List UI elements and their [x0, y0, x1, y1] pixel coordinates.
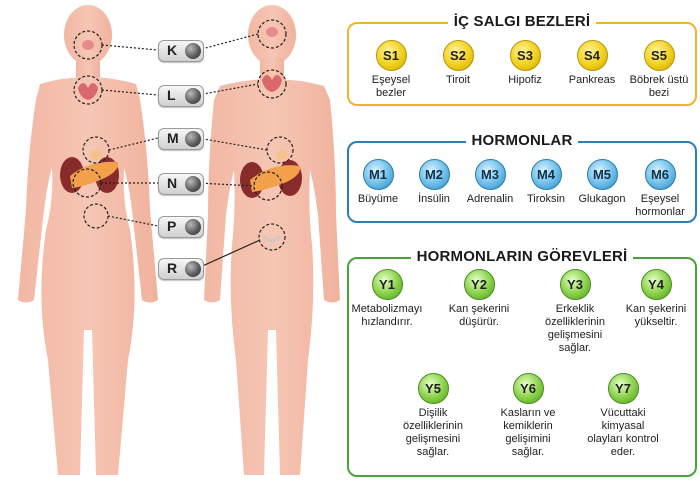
hormone-name: Büyüme [357, 193, 399, 205]
gland-name: Böbrek üstü bezi [629, 74, 689, 99]
gland-name: Hipofiz [508, 74, 542, 86]
function-code-badge: Y7 [607, 373, 639, 404]
function-item: Y2 Kan şekerini düşürür. [439, 269, 519, 329]
function-code-badge: Y6 [512, 373, 544, 404]
function-item: Y5 Dişilik özelliklerinin gelişmesini sa… [393, 373, 473, 459]
function-item: Y3 Erkeklik özelliklerinin gelişmesini s… [535, 269, 615, 355]
body-label-l: L [158, 85, 204, 107]
hormones-panel-title: HORMONLAR [465, 132, 579, 149]
female-body [18, 5, 158, 475]
function-text: Kasların ve kemiklerin gelişimini sağlar… [500, 407, 556, 458]
function-code-badge: Y4 [640, 269, 672, 300]
gland-item: S5 Böbrek üstü bezi [624, 40, 694, 100]
gland-code-badge: S5 [643, 40, 675, 71]
leader-lines [101, 33, 268, 227]
body-label-p: P [158, 216, 204, 238]
organs [60, 27, 302, 243]
hormone-code-badge: M4 [530, 159, 562, 190]
hormone-item: M6 Eşeysel hormonlar [625, 159, 695, 219]
body-label-p-text: P [167, 218, 177, 234]
hormone-item: M2 İnsülin [399, 159, 469, 206]
body-label-r-text: R [167, 260, 178, 276]
function-text: Kan şekerini yükseltir. [625, 303, 687, 328]
gland-name: Eşeysel bezler [371, 74, 411, 99]
gland-name: Tiroit [445, 74, 471, 86]
hormone-item: M3 Adrenalin [455, 159, 525, 206]
hormone-item: M4 Tiroksin [511, 159, 581, 206]
glands-panel: İÇ SALGI BEZLERİ S1 Eşeysel bezler S2 Ti… [347, 13, 697, 106]
knob-icon [185, 88, 201, 104]
function-item: Y1 Metabolizmayı hızlandırır. [347, 269, 427, 329]
hormone-name: Eşeysel hormonlar [635, 193, 685, 218]
gland-item: S1 Eşeysel bezler [356, 40, 426, 100]
body-label-m: M [158, 128, 204, 150]
knob-icon [185, 176, 201, 192]
hormone-code-badge: M2 [418, 159, 450, 190]
glands-panel-title: İÇ SALGI BEZLERİ [447, 13, 597, 30]
function-text: Kan şekerini düşürür. [448, 303, 510, 328]
hormone-name: Adrenalin [466, 193, 514, 205]
gland-item: S4 Pankreas [557, 40, 627, 87]
hormone-name: Glukagon [578, 193, 626, 205]
function-code-badge: Y5 [417, 373, 449, 404]
function-text: Vücuttaki kimyasal olayları kontrol eder… [587, 407, 659, 458]
function-code-badge: Y3 [559, 269, 591, 300]
hormone-code-badge: M1 [362, 159, 394, 190]
human-bodies-illustration [18, 5, 340, 475]
function-code-badge: Y2 [463, 269, 495, 300]
hormone-name: İnsülin [418, 193, 450, 205]
body-label-l-text: L [167, 87, 176, 103]
hormones-panel: HORMONLAR M1 Büyüme M2 İnsülin M3 Adrena… [347, 132, 697, 223]
hormone-code-badge: M6 [644, 159, 676, 190]
gland-item: S3 Hipofiz [490, 40, 560, 87]
body-label-n-text: N [167, 175, 178, 191]
function-code-badge: Y1 [371, 269, 403, 300]
functions-panel: HORMONLARIN GÖREVLERİ Y1 Metabolizmayı h… [347, 248, 697, 477]
knob-icon [185, 261, 201, 277]
gland-code-badge: S3 [509, 40, 541, 71]
function-item: Y4 Kan şekerini yükseltir. [623, 269, 689, 329]
body-label-n: N [158, 173, 204, 195]
hormone-code-badge: M3 [474, 159, 506, 190]
function-text: Erkeklik özelliklerinin gelişmesini sağl… [545, 303, 605, 354]
gland-code-badge: S2 [442, 40, 474, 71]
body-label-r: R [158, 258, 204, 280]
hormone-item: M1 Büyüme [343, 159, 413, 206]
hormone-name: Tiroksin [526, 193, 566, 205]
knob-icon [185, 43, 201, 59]
body-label-k: K [158, 40, 204, 62]
knob-icon [185, 219, 201, 235]
function-item: Y6 Kasların ve kemiklerin gelişimini sağ… [488, 373, 568, 459]
gland-item: S2 Tiroit [423, 40, 493, 87]
body-label-k-text: K [167, 42, 178, 58]
gland-code-badge: S1 [375, 40, 407, 71]
hormone-item: M5 Glukagon [567, 159, 637, 206]
leader-line-r [197, 239, 261, 269]
function-item: Y7 Vücuttaki kimyasal olayları kontrol e… [583, 373, 663, 459]
function-text: Metabolizmayı hızlandırır. [351, 303, 423, 328]
knob-icon [185, 131, 201, 147]
gland-code-badge: S4 [576, 40, 608, 71]
hormone-code-badge: M5 [586, 159, 618, 190]
function-text: Dişilik özelliklerinin gelişmesini sağla… [403, 407, 463, 458]
gland-name: Pankreas [568, 74, 616, 86]
functions-panel-title: HORMONLARIN GÖREVLERİ [410, 248, 634, 265]
body-label-m-text: M [167, 130, 179, 146]
